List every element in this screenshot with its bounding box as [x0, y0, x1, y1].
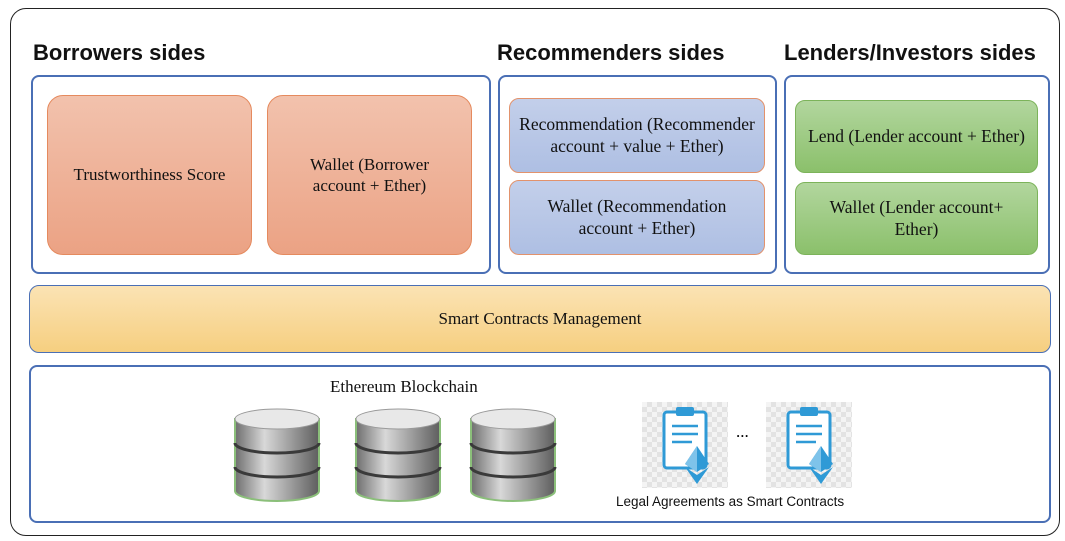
borrowers-heading: Borrowers sides — [33, 40, 206, 65]
borrower-wallet-label: Wallet (Borrower account + Ether) — [310, 154, 429, 195]
lender-wallet-box: Wallet (Lender account+ Ether) — [795, 182, 1038, 255]
lenders-heading: Lenders/Investors sides — [784, 40, 1036, 65]
lender-wallet-label: Wallet (Lender account+ Ether) — [829, 196, 1004, 239]
trustworthiness-score-box: Trustworthiness Score — [47, 95, 252, 255]
ethereum-icon — [685, 446, 709, 484]
contract-document-icon — [642, 402, 728, 488]
recommendation-label: Recommendation (Recommender account + va… — [519, 113, 755, 156]
lend-label: Lend (Lender account + Ether) — [808, 125, 1025, 146]
database-icon — [233, 408, 321, 502]
smart-contracts-band: Smart Contracts Management — [29, 285, 1051, 353]
legal-agreements-label: Legal Agreements as Smart Contracts — [616, 494, 845, 509]
recommenders-heading: Recommenders sides — [497, 40, 725, 65]
blockchain-label: Ethereum Blockchain — [330, 377, 478, 396]
smart-contracts-label: Smart Contracts Management — [438, 309, 642, 328]
recommendation-box: Recommendation (Recommender account + va… — [509, 98, 765, 173]
recommendation-wallet-box: Wallet (Recommendation account + Ether) — [509, 180, 765, 255]
database-icon — [354, 408, 442, 502]
lend-box: Lend (Lender account + Ether) — [795, 100, 1038, 173]
database-icon — [469, 408, 557, 502]
contract-document-icon — [766, 402, 852, 488]
borrower-wallet-box: Wallet (Borrower account + Ether) — [267, 95, 472, 255]
ellipsis: ... — [736, 422, 749, 441]
trustworthiness-score-label: Trustworthiness Score — [73, 165, 226, 185]
ethereum-icon — [809, 446, 833, 484]
recommendation-wallet-label: Wallet (Recommendation account + Ether) — [547, 195, 727, 238]
